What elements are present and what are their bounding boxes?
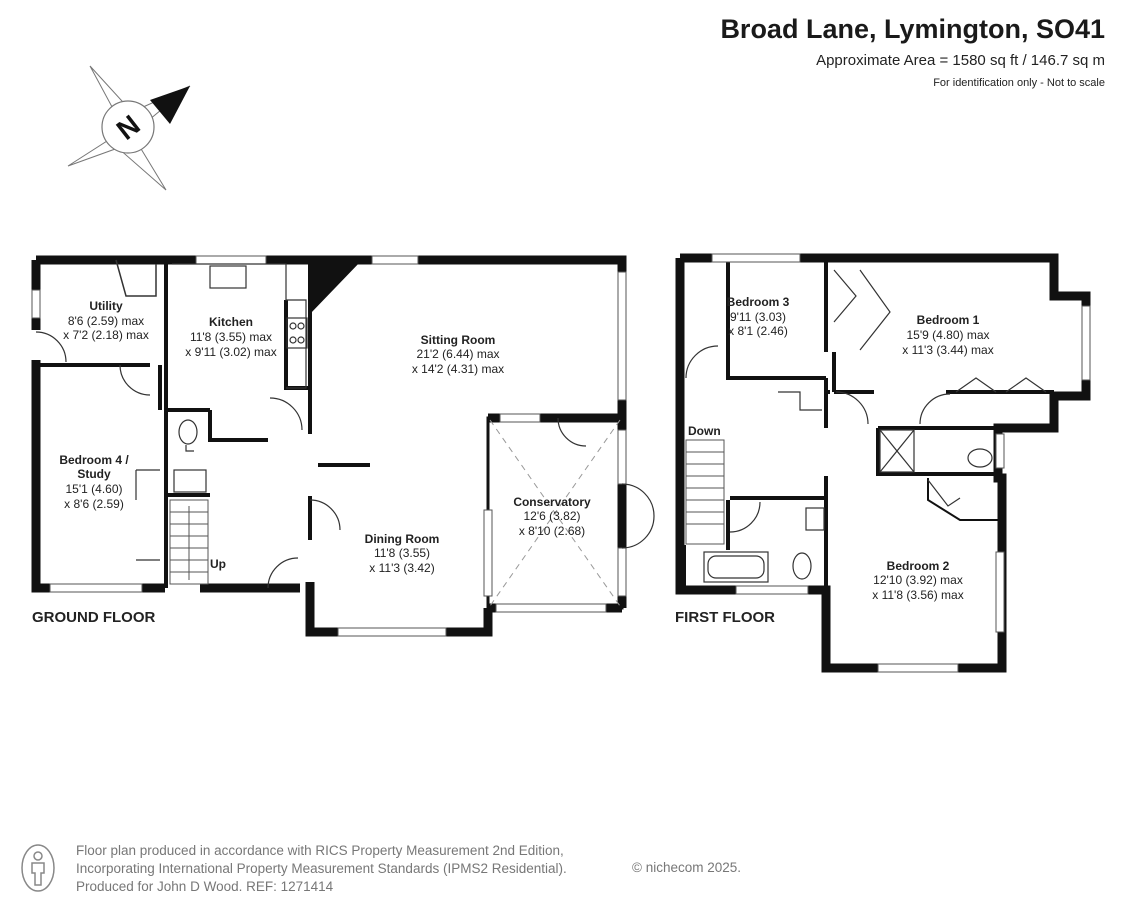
- ground-floor-labels: Utility 8'6 (2.59) max x 7'2 (2.18) max …: [32, 299, 591, 626]
- room-dims-bedroom-4-1: 15'1 (4.60): [66, 482, 123, 496]
- ground-floor-label: GROUND FLOOR: [32, 609, 155, 626]
- room-dims-kitchen-1: 11'8 (3.55) max: [190, 330, 272, 344]
- ground-floor-plan: [31, 255, 655, 637]
- room-name-utility: Utility: [89, 299, 123, 313]
- first-floor-labels: Bedroom 3 9'11 (3.03) x 8'1 (2.46) Bedro…: [675, 295, 994, 626]
- room-dims-dining-room-1: 11'8 (3.55): [374, 546, 430, 560]
- room-dims-bedroom-2-1: 12'10 (3.92) max: [873, 573, 963, 587]
- room-name-sitting-room: Sitting Room: [421, 333, 496, 347]
- room-name-bedroom-2: Bedroom 2: [887, 559, 950, 573]
- room-dims-sitting-room-1: 21'2 (6.44) max: [417, 347, 500, 361]
- room-dims-bedroom-1-2: x 11'3 (3.44) max: [902, 343, 993, 357]
- room-dims-bedroom-3-1: 9'11 (3.03): [730, 310, 786, 324]
- first-floor-plan: [675, 253, 1091, 673]
- room-dims-dining-room-2: x 11'3 (3.42): [369, 561, 434, 575]
- footer-line-1: Floor plan produced in accordance with R…: [76, 843, 564, 858]
- person-icon: [21, 844, 55, 892]
- footer-notes: Floor plan produced in accordance with R…: [76, 842, 567, 896]
- room-name-conservatory: Conservatory: [513, 495, 591, 509]
- room-dims-bedroom-4-2: x 8'6 (2.59): [64, 497, 124, 511]
- room-dims-conservatory-1: 12'6 (3.82): [524, 509, 581, 523]
- room-name-dining-room: Dining Room: [365, 532, 440, 546]
- stairs-down-label: Down: [688, 424, 721, 438]
- room-name-bedroom-3: Bedroom 3: [727, 295, 790, 309]
- compass-rose-icon: N: [67, 65, 191, 191]
- room-dims-utility-1: 8'6 (2.59) max: [68, 314, 144, 328]
- approximate-area: Approximate Area = 1580 sq ft / 146.7 sq…: [816, 52, 1105, 69]
- room-name-kitchen: Kitchen: [209, 315, 253, 329]
- stairs-up-label: Up: [210, 557, 226, 571]
- first-floor-label: FIRST FLOOR: [675, 609, 775, 626]
- room-dims-bedroom-3-2: x 8'1 (2.46): [728, 324, 788, 338]
- room-name-bedroom-4: Bedroom 4 /: [59, 453, 129, 467]
- footer-line-2: Incorporating International Property Mea…: [76, 861, 567, 876]
- room-dims-bedroom-2-2: x 11'8 (3.56) max: [872, 588, 963, 602]
- room-dims-bedroom-1-1: 15'9 (4.80) max: [907, 328, 990, 342]
- footer-line-3: Produced for John D Wood. REF: 1271414: [76, 879, 334, 894]
- room-dims-kitchen-2: x 9'11 (3.02) max: [185, 345, 276, 359]
- room-dims-sitting-room-2: x 14'2 (4.31) max: [412, 362, 504, 376]
- room-dims-utility-2: x 7'2 (2.18) max: [63, 328, 149, 342]
- room-name-bedroom-1: Bedroom 1: [917, 313, 980, 327]
- identification-note: For identification only - Not to scale: [933, 77, 1105, 89]
- room-name-bedroom-4-line2: Study: [77, 467, 111, 481]
- copyright-notice: © nichecom 2025.: [632, 860, 742, 875]
- plan-title: Broad Lane, Lymington, SO41: [720, 14, 1105, 44]
- room-dims-conservatory-2: x 8'10 (2.68): [519, 524, 585, 538]
